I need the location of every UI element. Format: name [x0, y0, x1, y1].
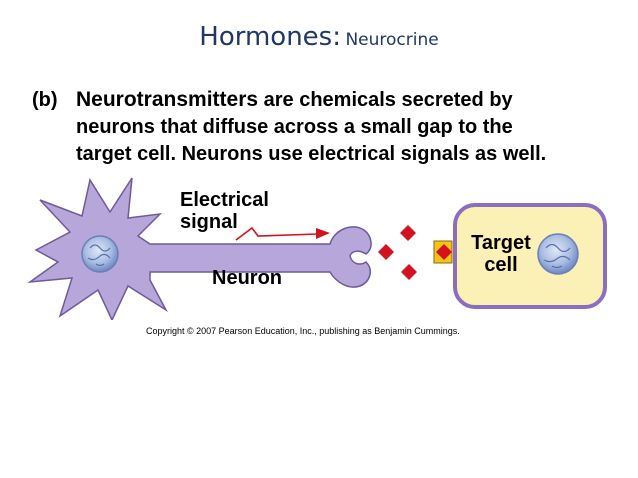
copyright-notice: Copyright © 2007 Pearson Education, Inc.… [146, 326, 460, 336]
electrical-label-line-2: signal [180, 211, 238, 233]
neurocrine-diagram [27, 177, 607, 320]
line1-text: are chemicals secreted by [258, 89, 513, 111]
target-label-line-2: cell [484, 254, 518, 276]
target-cell-label: Target cell [466, 232, 536, 276]
paragraph-line-2: neurons that diffuse across a small gap … [76, 116, 513, 138]
paragraph-line-3: target cell. Neurons use electrical sign… [76, 143, 547, 165]
target-cell [453, 203, 607, 309]
bound-molecule [436, 244, 452, 260]
neuron-cell-body [27, 177, 372, 320]
slide-title: Hormones: Neurocrine [0, 22, 638, 52]
title-sub: Neurocrine [345, 30, 439, 50]
paragraph-line-1: (b) Neurotransmitters are chemicals secre… [32, 86, 612, 114]
electrical-label-line-1: Electrical [180, 189, 269, 211]
target-nucleus [537, 233, 579, 275]
neurotransmitter-molecule [378, 244, 394, 260]
neurotransmitter-molecule [400, 225, 416, 241]
neurotransmitter-molecule [401, 264, 417, 280]
electrical-signal-arrow [235, 226, 319, 241]
target-label-line-1: Target [471, 232, 531, 254]
title-main: Hormones: [199, 22, 341, 52]
key-term: Neurotransmitters [76, 88, 259, 111]
neuron-label: Neuron [212, 267, 282, 289]
electrical-signal-label: Electrical signal [180, 189, 269, 233]
description-paragraph: (b) Neurotransmitters are chemicals secre… [32, 86, 612, 168]
arrow-head [316, 228, 330, 239]
neuron-nucleus [81, 235, 119, 273]
panel-label: (b) [32, 89, 58, 111]
